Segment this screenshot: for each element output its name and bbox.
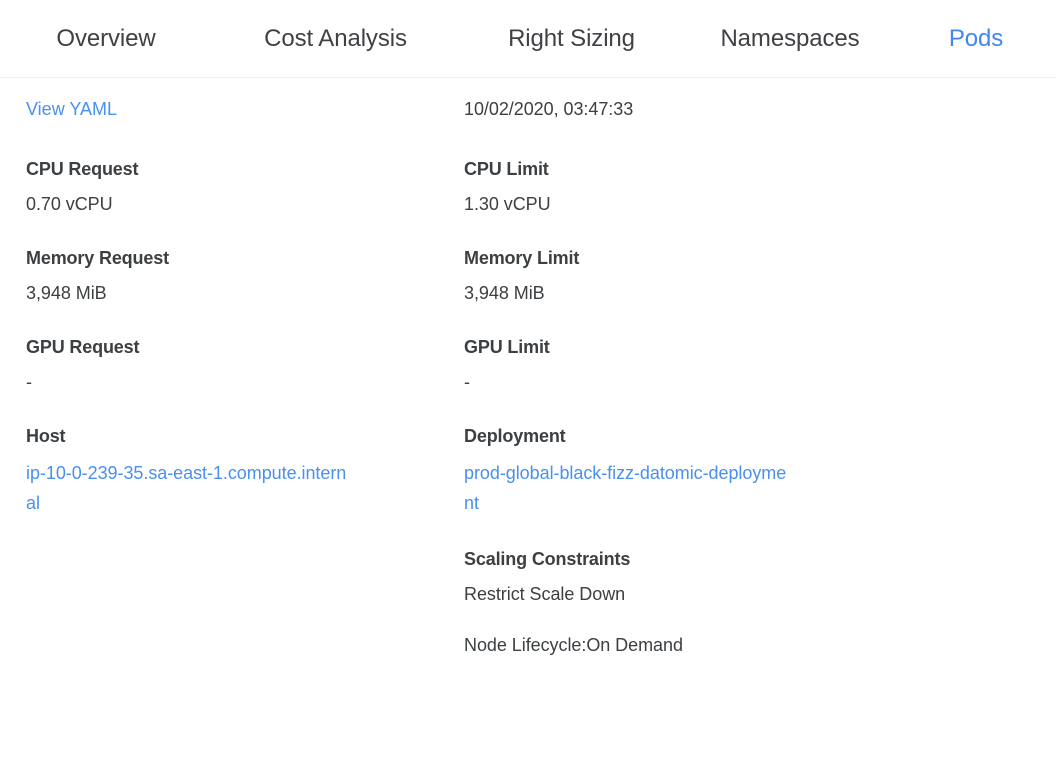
tab-namespaces[interactable]: Namespaces: [684, 0, 896, 77]
gpu-limit-label: GPU Limit: [464, 337, 550, 357]
detail-column-right: 10/02/2020, 03:47:33 CPU Limit 1.30 vCPU…: [464, 96, 804, 686]
gpu-request-value: -: [26, 372, 32, 392]
scaling-constraint-item: Restrict Scale Down: [464, 584, 626, 604]
tab-pods[interactable]: Pods: [896, 0, 1056, 77]
field-cpu-limit: CPU Limit 1.30 vCPU: [464, 156, 804, 217]
timestamp-value: 10/02/2020, 03:47:33: [464, 99, 634, 119]
field-scaling-constraints: Scaling Constraints Restrict Scale Down …: [464, 546, 804, 658]
scaling-constraints-label: Scaling Constraints: [464, 549, 631, 569]
field-memory-limit: Memory Limit 3,948 MiB: [464, 245, 804, 306]
tab-cost-analysis[interactable]: Cost Analysis: [212, 0, 459, 77]
gpu-request-label: GPU Request: [26, 337, 140, 357]
field-gpu-request: GPU Request -: [26, 334, 366, 395]
memory-limit-value: 3,948 MiB: [464, 283, 545, 303]
tab-label: Overview: [56, 24, 156, 52]
tab-label: Right Sizing: [508, 24, 635, 52]
host-link[interactable]: ip-10-0-239-35.sa-east-1.compute.interna…: [26, 463, 347, 513]
tab-label: Pods: [948, 24, 1004, 52]
scaling-constraint-item: Node Lifecycle:On Demand: [464, 635, 683, 655]
field-view-yaml: View YAML: [26, 96, 366, 122]
field-cpu-request: CPU Request 0.70 vCPU: [26, 156, 366, 217]
tab-label: Namespaces: [720, 24, 860, 52]
field-deployment: Deployment prod-global-black-fizz-datomi…: [464, 423, 804, 518]
cpu-request-label: CPU Request: [26, 159, 139, 179]
field-timestamp: 10/02/2020, 03:47:33: [464, 96, 804, 122]
view-yaml-link[interactable]: View YAML: [26, 99, 118, 119]
tab-overview[interactable]: Overview: [0, 0, 212, 77]
deployment-label: Deployment: [464, 426, 566, 446]
cpu-request-value: 0.70 vCPU: [26, 194, 113, 214]
field-memory-request: Memory Request 3,948 MiB: [26, 245, 366, 306]
tab-bar: Overview Cost Analysis Right Sizing Name…: [0, 0, 1056, 78]
detail-column-left: View YAML CPU Request 0.70 vCPU Memory R…: [26, 96, 366, 546]
deployment-link[interactable]: prod-global-black-fizz-datomic-deploymen…: [464, 463, 787, 513]
memory-request-value: 3,948 MiB: [26, 283, 107, 303]
host-label: Host: [26, 426, 66, 446]
tab-label: Cost Analysis: [264, 24, 407, 52]
scaling-constraints-list: Restrict Scale Down Node Lifecycle:On De…: [464, 581, 804, 658]
tab-right-sizing[interactable]: Right Sizing: [459, 0, 684, 77]
cpu-limit-value: 1.30 vCPU: [464, 194, 551, 214]
field-host: Host ip-10-0-239-35.sa-east-1.compute.in…: [26, 423, 366, 518]
pod-detail-body: View YAML CPU Request 0.70 vCPU Memory R…: [0, 96, 1056, 758]
memory-request-label: Memory Request: [26, 248, 169, 268]
gpu-limit-value: -: [464, 372, 470, 392]
field-gpu-limit: GPU Limit -: [464, 334, 804, 395]
memory-limit-label: Memory Limit: [464, 248, 580, 268]
cpu-limit-label: CPU Limit: [464, 159, 549, 179]
